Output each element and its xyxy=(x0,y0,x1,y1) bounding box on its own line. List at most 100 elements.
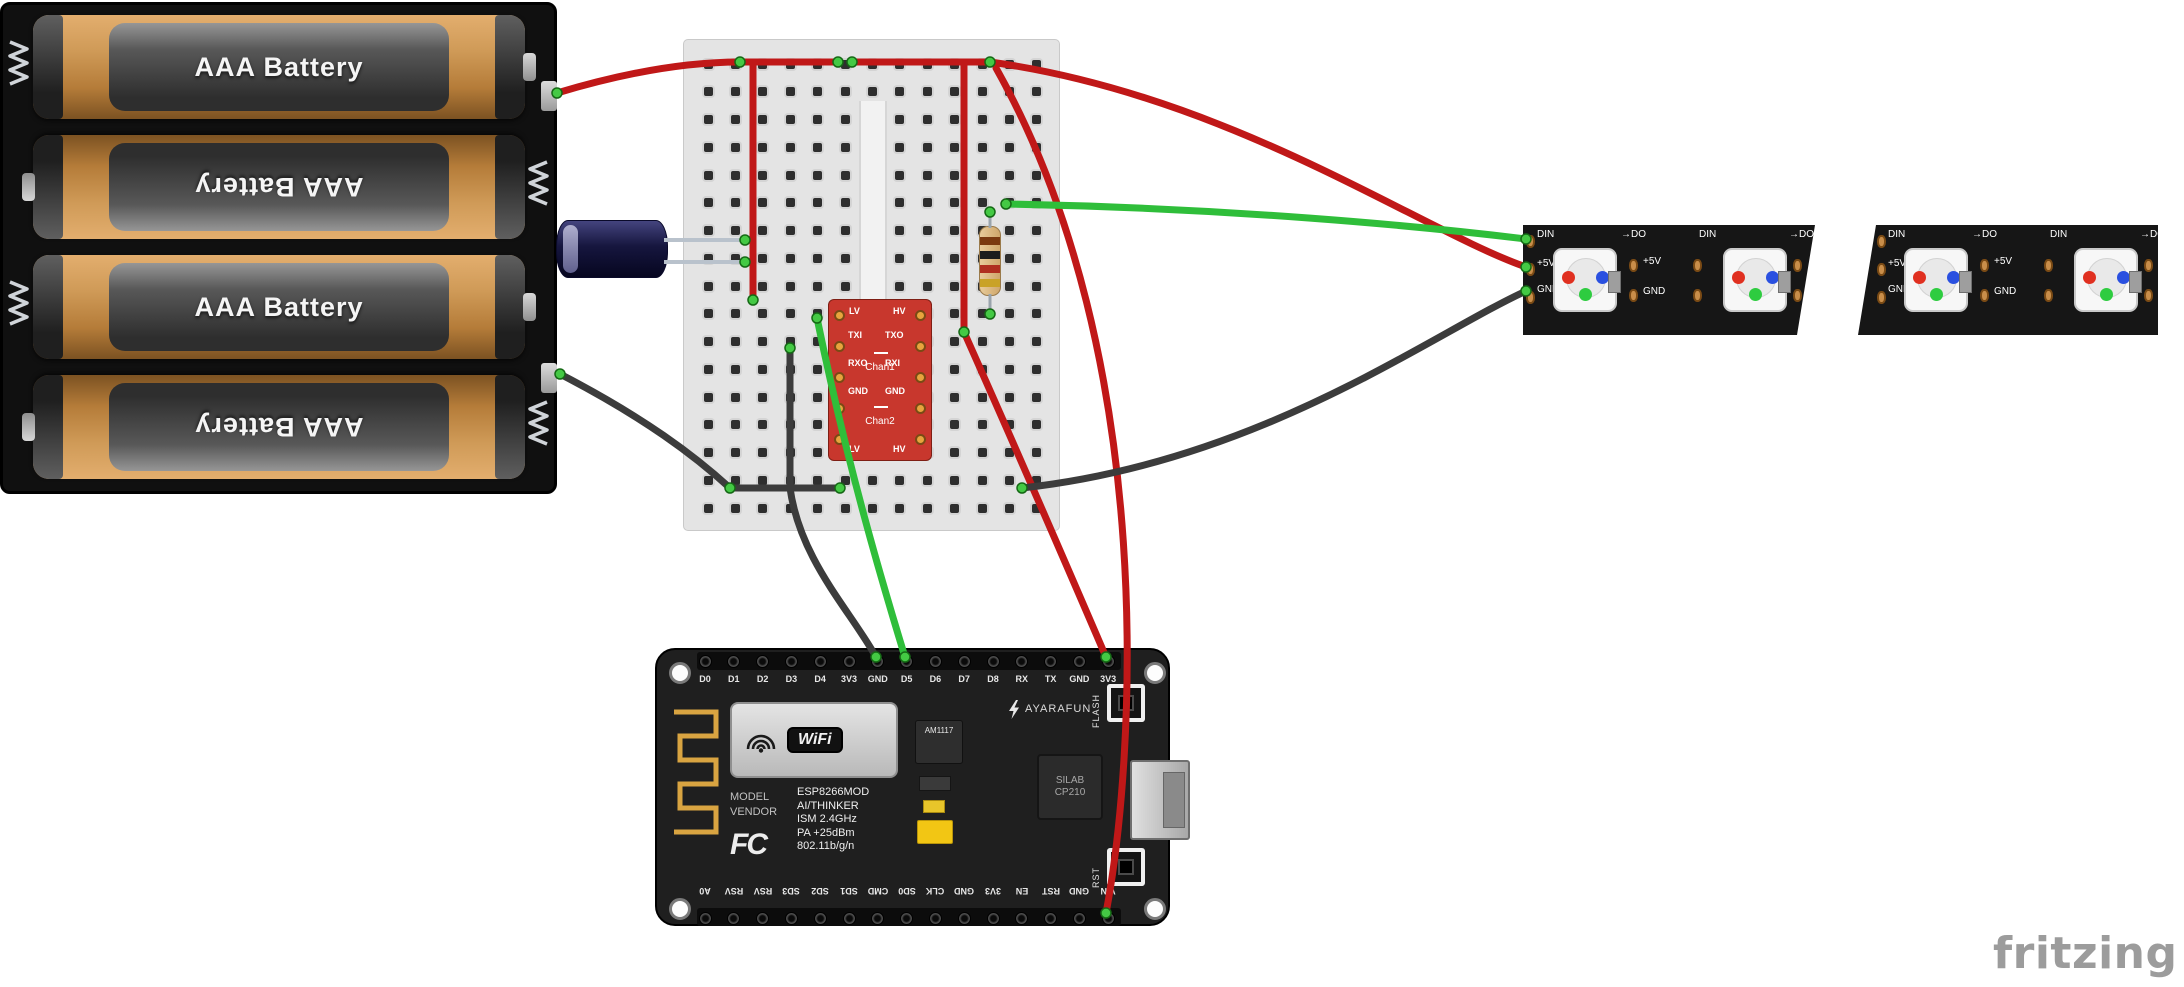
pin-bottom-RST xyxy=(1044,912,1058,925)
pin-top-3V3 xyxy=(842,654,856,668)
resistor-band-red xyxy=(980,265,1000,273)
breadboard-hole xyxy=(1004,337,1014,346)
pin-label-GND: GND xyxy=(954,886,975,896)
breadboard-hole xyxy=(703,420,713,430)
breadboard-hole xyxy=(703,337,713,346)
breadboard-hole xyxy=(813,503,823,513)
breadboard-hole xyxy=(1004,226,1014,235)
breadboard-hole xyxy=(950,448,960,457)
breadboard-hole xyxy=(813,364,823,374)
led-blue-dot xyxy=(1766,271,1779,284)
breadboard-hole xyxy=(730,87,740,97)
breadboard-hole xyxy=(867,59,877,69)
breadboard-hole xyxy=(840,503,850,513)
battery-cap xyxy=(495,375,525,479)
battery-cap xyxy=(495,255,525,359)
breadboard-hole xyxy=(1032,281,1042,291)
breadboard-hole xyxy=(977,503,987,513)
breadboard-hole xyxy=(758,448,768,457)
breadboard-hole xyxy=(977,87,987,97)
breadboard-hole xyxy=(813,337,823,346)
breadboard-hole xyxy=(950,364,960,374)
breadboard-hole xyxy=(813,309,823,319)
battery-cap xyxy=(495,135,525,239)
ground-label: GND xyxy=(1537,284,1560,295)
reset-button-cap xyxy=(1118,859,1134,875)
breadboard-hole xyxy=(950,226,960,235)
mounting-hole xyxy=(669,662,691,684)
breadboard-hole xyxy=(840,142,850,152)
pin-top-D6 xyxy=(928,654,942,668)
breadboard-hole xyxy=(840,281,850,291)
battery-label: AAA Battery xyxy=(194,412,364,443)
flash-button-label: FLASH xyxy=(1091,693,1101,728)
usb-connector xyxy=(1130,760,1190,840)
breadboard-hole xyxy=(785,475,795,485)
resistor-band-gold xyxy=(980,279,1000,287)
led-connector-tab xyxy=(1959,271,1972,293)
pin-top-D1 xyxy=(727,654,741,668)
pin-bottom-SD3 xyxy=(784,912,798,925)
breadboard-hole xyxy=(758,253,768,263)
breadboard-hole xyxy=(977,420,987,430)
breadboard-hole xyxy=(950,115,960,124)
breadboard-hole xyxy=(703,59,713,69)
breadboard-hole xyxy=(1004,115,1014,124)
led-red-dot xyxy=(2083,271,2096,284)
solder-pad xyxy=(2144,259,2153,272)
breadboard-hole xyxy=(895,475,905,485)
fritzing-watermark: fritzing xyxy=(1993,928,2178,979)
breadboard-hole xyxy=(1004,142,1014,152)
pin-bottom-RSV xyxy=(756,912,770,925)
breadboard-hole xyxy=(1032,392,1042,402)
breadboard-hole xyxy=(895,281,905,291)
breadboard-hole xyxy=(977,475,987,485)
llc-pin-pad xyxy=(834,372,845,383)
breadboard-hole xyxy=(730,170,740,180)
breadboard-hole xyxy=(950,392,960,402)
breadboard-hole xyxy=(1032,115,1042,124)
breadboard-hole xyxy=(1004,420,1014,430)
pin-label-CMD: CMD xyxy=(867,886,889,896)
breadboard-hole xyxy=(922,281,932,291)
solder-pad xyxy=(2144,289,2153,302)
breadboard-hole xyxy=(730,392,740,402)
breadboard-hole xyxy=(1004,281,1014,291)
breadboard-hole xyxy=(895,170,905,180)
breadboard-hole xyxy=(950,59,960,69)
llc-label-hv-bottom: HV xyxy=(893,444,906,454)
battery-negative-terminal xyxy=(541,363,557,393)
led-connector-tab xyxy=(2129,271,2142,293)
dout-label: →DO xyxy=(1972,229,1997,240)
breadboard-hole xyxy=(950,475,960,485)
breadboard-hole xyxy=(1004,198,1014,208)
battery-1: AAA Battery xyxy=(33,15,536,119)
breadboard-hole xyxy=(895,142,905,152)
solder-pad xyxy=(1693,259,1702,272)
module-text-line: ISM 2.4GHz xyxy=(797,813,857,825)
breadboard-hole xyxy=(758,281,768,291)
breadboard-hole xyxy=(730,226,740,235)
battery-cap xyxy=(33,255,63,359)
breadboard-hole xyxy=(758,170,768,180)
breadboard-hole xyxy=(758,337,768,346)
battery-cap xyxy=(33,15,63,119)
breadboard-hole xyxy=(1004,503,1014,513)
neopixel-led xyxy=(1553,248,1617,312)
breadboard-hole xyxy=(813,115,823,124)
pin-label-SD2: SD2 xyxy=(811,886,829,896)
breadboard-hole xyxy=(1032,87,1042,97)
solder-pad xyxy=(1877,291,1886,304)
breadboard-hole xyxy=(785,115,795,124)
pin-bottom-SD0 xyxy=(900,912,914,925)
wire-power-to-led xyxy=(986,58,1530,271)
breadboard-hole xyxy=(977,198,987,208)
logic-level-converter: LV HV TXI RXO GND TXO RXI GND Chan1 Chan… xyxy=(829,300,931,460)
breadboard-hole xyxy=(703,170,713,180)
electrolytic-capacitor xyxy=(556,220,668,278)
llc-pin-pad xyxy=(834,434,845,445)
breadboard-hole xyxy=(922,226,932,235)
esp-module-shield: WiFi xyxy=(730,702,898,778)
breadboard-hole xyxy=(1032,253,1042,263)
